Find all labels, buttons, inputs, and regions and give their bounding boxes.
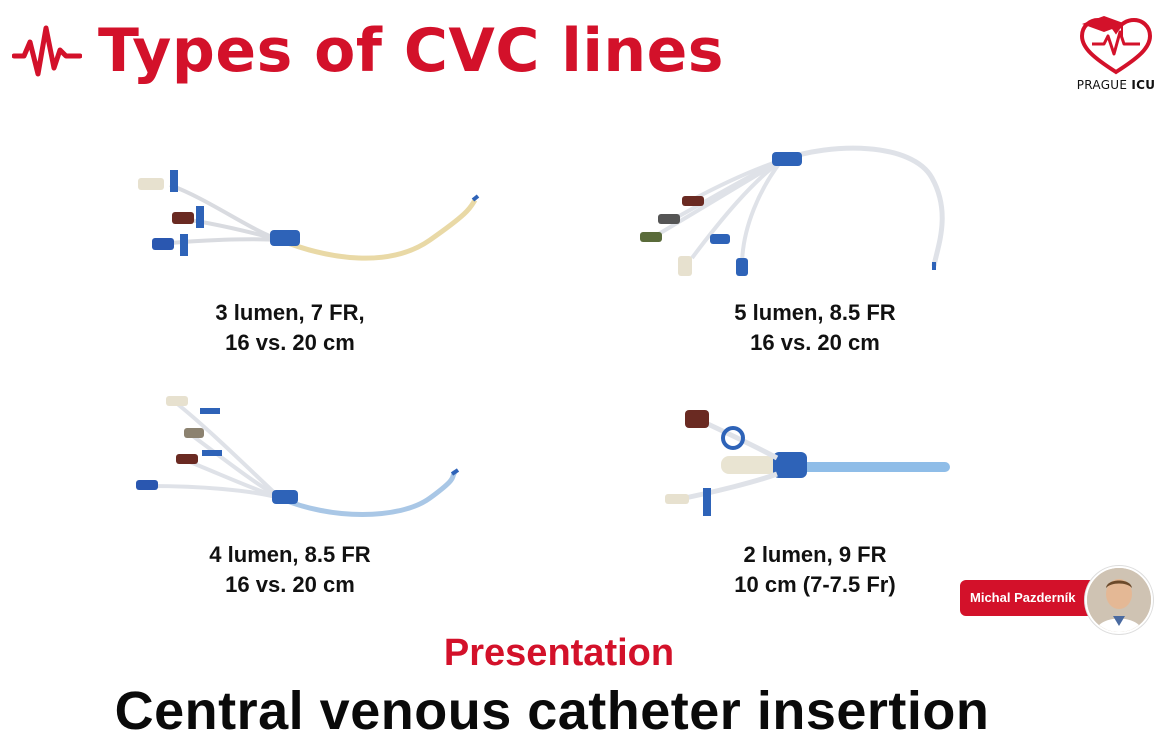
caption-line: 16 vs. 20 cm xyxy=(225,330,355,355)
catheter-3-lumen-image xyxy=(130,160,490,270)
slide-header: Types of CVC lines xyxy=(12,16,724,86)
presentation-label: Presentation xyxy=(443,632,675,674)
presenter-badge: Michal Pazderník xyxy=(960,566,1160,634)
slide-title: Types of CVC lines xyxy=(98,16,725,86)
caption-line: 4 lumen, 8.5 FR xyxy=(209,542,371,567)
prague-icu-logo: PRAGUE ICU xyxy=(1068,14,1164,102)
presentation-title: Central venous catheter insertion xyxy=(114,681,990,741)
caption-3-lumen: 3 lumen, 7 FR, 16 vs. 20 cm xyxy=(150,298,430,358)
caption-line: 16 vs. 20 cm xyxy=(750,330,880,355)
catheter-2-lumen-image xyxy=(655,402,955,532)
caption-line: 3 lumen, 7 FR, xyxy=(215,300,365,325)
catheter-4-lumen-image xyxy=(130,390,470,530)
caption-line: 10 cm (7-7.5 Fr) xyxy=(734,572,896,597)
heart-graduation-cap-icon xyxy=(1079,16,1153,75)
heartbeat-pulse-icon xyxy=(12,25,82,77)
caption-line: 5 lumen, 8.5 FR xyxy=(734,300,896,325)
caption-4-lumen: 4 lumen, 8.5 FR 16 vs. 20 cm xyxy=(150,540,430,600)
catheter-5-lumen-image xyxy=(632,138,962,288)
logo-text: PRAGUE ICU xyxy=(1076,78,1156,92)
avatar xyxy=(1085,566,1153,634)
caption-5-lumen: 5 lumen, 8.5 FR 16 vs. 20 cm xyxy=(675,298,955,358)
caption-line: 16 vs. 20 cm xyxy=(225,572,355,597)
caption-2-lumen: 2 lumen, 9 FR 10 cm (7-7.5 Fr) xyxy=(675,540,955,600)
caption-line: 2 lumen, 9 FR xyxy=(743,542,887,567)
